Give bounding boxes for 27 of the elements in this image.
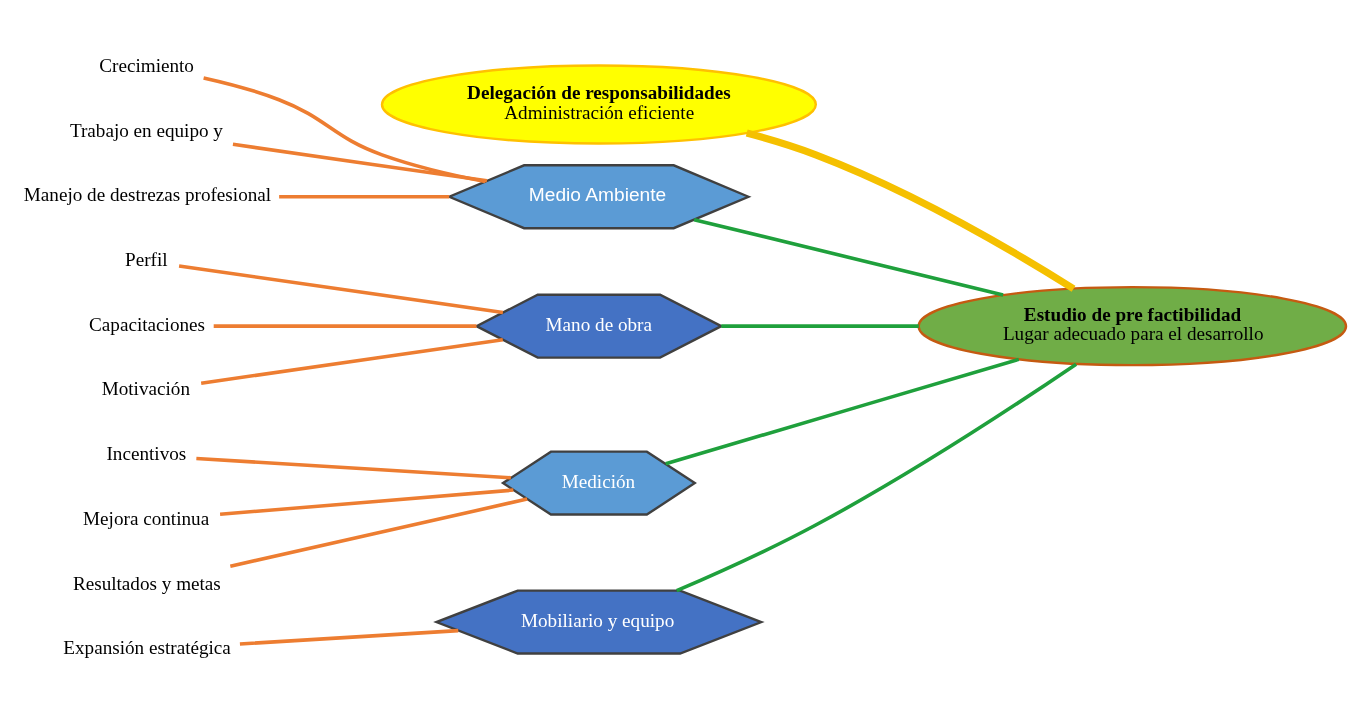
connector <box>195 456 511 480</box>
node-text: Crecimiento <box>98 54 194 76</box>
node-text: Motivación <box>101 378 190 400</box>
connector <box>693 217 1004 297</box>
connector <box>675 362 1077 593</box>
connector <box>178 264 503 315</box>
connector <box>720 324 919 328</box>
connector <box>278 194 449 199</box>
node-text: Mejora continua <box>82 507 209 529</box>
connector <box>745 129 1075 292</box>
node-text: Manejo de destrezas profesional <box>23 184 271 206</box>
connector <box>229 497 528 568</box>
node-ellipse: Delegación de responsabilidades Administración eficiente <box>380 64 817 145</box>
connector <box>664 357 1019 466</box>
node-ellipse: Estudio de pre factibilidad Lugar adecuado para el desarrollo <box>916 285 1347 367</box>
connector <box>202 76 485 184</box>
connector <box>200 338 503 385</box>
node-text: Trabajo en equipo y <box>69 119 223 141</box>
connector <box>213 324 476 328</box>
node-text: Resultados y metas <box>72 572 221 594</box>
node-text: Capacitaciones <box>88 313 205 335</box>
node-text: Incentivos <box>105 443 186 465</box>
connector <box>219 488 513 517</box>
connector <box>232 142 487 183</box>
node-text: Perfil <box>124 249 168 271</box>
connector <box>239 628 458 646</box>
node-text: Expansión estratégica <box>62 637 231 659</box>
